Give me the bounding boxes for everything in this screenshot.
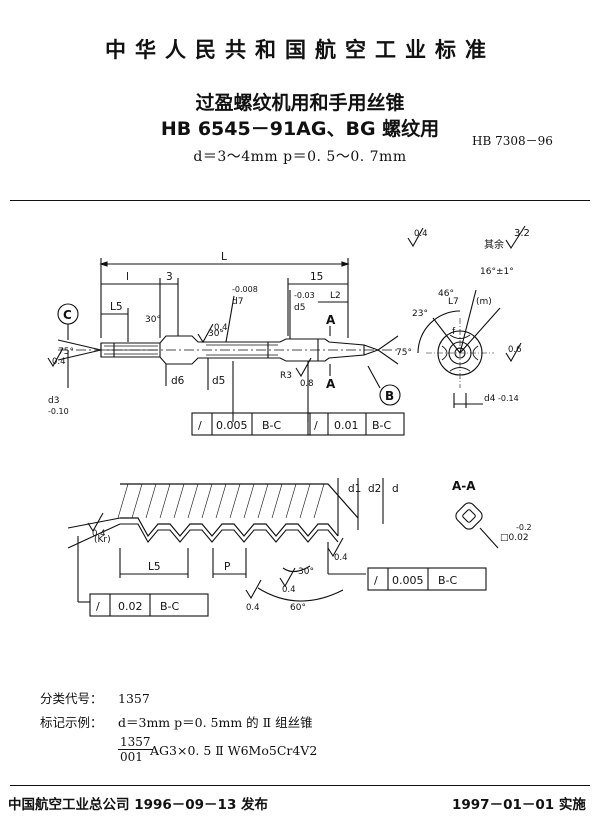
classification-line: 分类代号： 1357 [40, 688, 150, 707]
classification-value: 1357 [118, 691, 150, 706]
footer-rule [10, 785, 590, 786]
tol-frame-1-symbol: / [198, 419, 202, 432]
dim-f: f [452, 327, 456, 337]
dim-ang75: 75° [58, 347, 74, 357]
tol-frame-3-value: 0.005 [392, 574, 424, 587]
technical-drawing: L l 3 L5 15 L2 d6 d5 d3 -0.10 d7 -0.008 … [47, 225, 532, 617]
dim-ang23: 23° [412, 309, 428, 319]
dim-l7: L7 [448, 297, 459, 307]
dim-d4: d4 [484, 394, 496, 404]
tol-frame-1-datum: B-C [262, 419, 282, 432]
dim-ang30c: 30° [298, 567, 314, 577]
dim-ang75b: 75° [396, 348, 412, 358]
roughness-04g: 0.4 [282, 585, 296, 595]
roughness-08: 0.8 [300, 379, 314, 389]
section-marker-a-top: A [326, 313, 336, 327]
standard-title: 中华人民共和国航空工业标准 [105, 38, 495, 62]
dim-sq: □0.02 [500, 533, 529, 543]
dim-15: 15 [310, 271, 323, 283]
dim-d3: d3 [48, 396, 59, 406]
marking-designation: AG3×0. 5 Ⅱ W6Mo5Cr4V2 [150, 743, 318, 758]
dim-d5-tol: -0.03 [294, 291, 315, 300]
dim-d5: d5 [212, 375, 225, 387]
tol-frame-2-datum: B-C [372, 419, 392, 432]
tol-frame-3-datum: B-C [438, 574, 458, 587]
dim-ang30: 30° [145, 315, 161, 325]
roughness-04c: 0.4 [414, 229, 428, 239]
tol-frame-4-datum: B-C [160, 600, 180, 613]
dim-l5: L5 [110, 301, 123, 313]
marking-fraction-numerator: 1357 [118, 735, 153, 750]
tol-frame-3-symbol: / [374, 574, 378, 587]
dim-d7: d7 [232, 297, 243, 307]
dim-l5b: L5 [148, 561, 161, 573]
roughness-04f: 0.4 [246, 603, 260, 613]
dim-ang30b: 30° [208, 329, 224, 339]
dim-d5-upper: d5 [294, 303, 305, 313]
marking-example-label: 标记示例： [40, 715, 103, 730]
tol-frame-1-value: 0.005 [216, 419, 248, 432]
marking-fraction-denominator: 001 [120, 750, 143, 764]
document-title-line1: 过盈螺纹机用和手用丝锥 [195, 92, 405, 114]
marking-example-line: 标记示例： d＝3mm p＝0. 5mm 的 Ⅱ 组丝锥 [40, 712, 313, 731]
dim-d7-tol: -0.008 [232, 285, 258, 294]
datum-c: C [63, 308, 72, 322]
dim-sq-tol: -0.2 [516, 523, 532, 532]
document-number: HB 7308－96 [472, 134, 553, 148]
document-title-line2: HB 6545－91AG、BG 螺纹用 [160, 118, 440, 140]
tol-frame-2-value: 0.01 [334, 419, 359, 432]
dim-d4-tol: -0.14 [498, 394, 519, 403]
dim-d2: d2 [368, 483, 381, 495]
tol-frame-4-symbol: / [96, 600, 100, 613]
dim-d1: d1 [348, 483, 361, 495]
roughness-06: 0.6 [508, 345, 522, 355]
tol-frame-4-value: 0.02 [118, 600, 143, 613]
roughness-rest-value: 3.2 [514, 228, 530, 239]
dim-d6: d6 [171, 375, 185, 387]
dim-kr: (Kr) [94, 535, 111, 545]
dim-ang16: 16°±1° [480, 267, 514, 277]
tol-frame-2-symbol: / [314, 419, 318, 432]
dim-l: l [126, 271, 129, 283]
dim-d: d [392, 483, 399, 495]
dim-r3: R3 [280, 371, 292, 381]
dim-m: (m) [476, 297, 492, 307]
dim-ang60: 60° [290, 603, 306, 613]
marking-example-text: d＝3mm p＝0. 5mm 的 Ⅱ 组丝锥 [118, 715, 313, 730]
datum-b: B [385, 389, 394, 403]
issue-statement: 中国航空工业总公司 1996－09－13 发布 [8, 797, 269, 813]
roughness-04a: 0.4 [52, 357, 66, 367]
dim-d3-tol: -0.10 [48, 407, 69, 416]
dim-ang46: 46° [438, 289, 454, 299]
section-marker-a-bottom: A [326, 377, 336, 391]
dim-l2: L2 [330, 291, 341, 301]
dim-3: 3 [166, 271, 173, 283]
roughness-04e: 0.4 [92, 529, 106, 539]
marking-fraction: 1357 001 [118, 735, 153, 764]
document-subtitle: d＝3～4mm p＝0. 5～0. 7mm [193, 149, 407, 165]
roughness-04d: 0.4 [334, 553, 348, 563]
dim-p: P [224, 561, 230, 573]
section-label-aa: A-A [452, 479, 476, 493]
roughness-04b: 0.4 [214, 323, 228, 333]
header-rule [10, 200, 590, 201]
roughness-rest-label: 其余 [484, 238, 504, 251]
classification-label: 分类代号： [40, 691, 103, 706]
implementation-date: 1997－01－01 实施 [452, 797, 586, 813]
dim-L: L [221, 251, 227, 263]
